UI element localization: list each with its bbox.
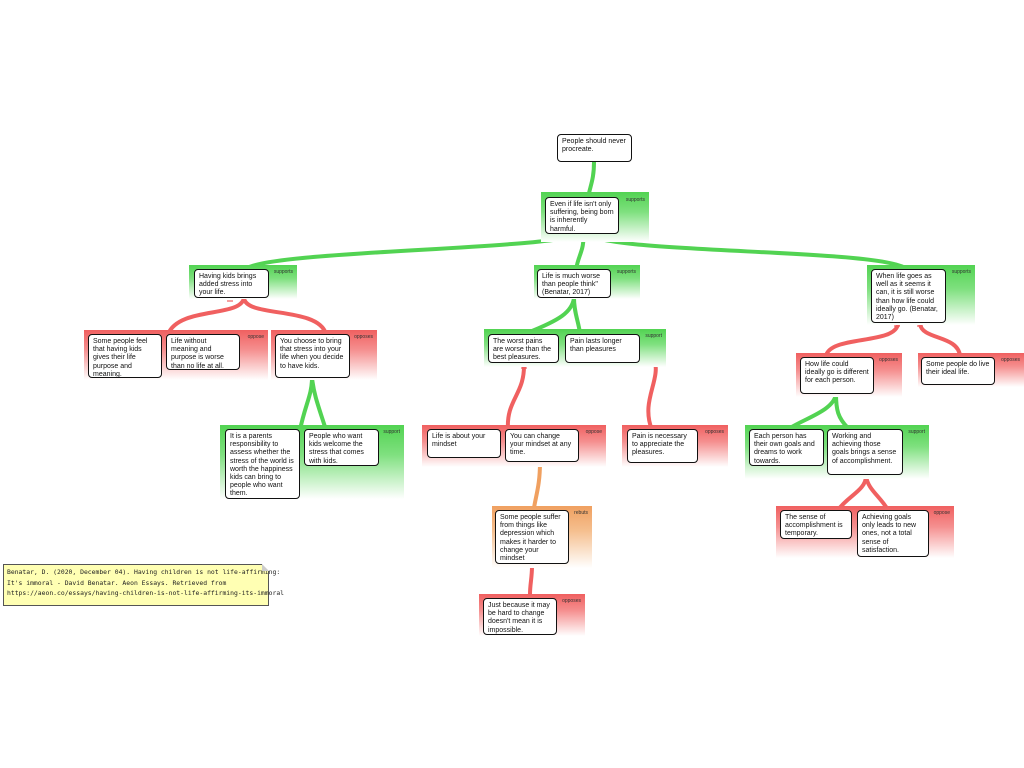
- link-ideal-livedeal: [918, 322, 962, 358]
- tag-opposes: opposes: [562, 598, 581, 604]
- tag-supports: supports: [625, 197, 645, 203]
- node-welcome[interactable]: People who want kids welcome the stress …: [304, 429, 379, 466]
- node-worse[interactable]: Life is much worse than people think" (B…: [537, 269, 611, 298]
- node-purpose[interactable]: Some people feel that having kids gives …: [88, 334, 162, 378]
- node-main[interactable]: Even if life isn't only suffering, being…: [545, 197, 619, 234]
- link-worse-worst: [525, 296, 576, 335]
- tag-oppose: oppose: [247, 334, 264, 340]
- tag-opposes: opposes: [705, 429, 724, 435]
- note-fold-corner: [262, 564, 269, 571]
- link-stress-purpose: [166, 296, 246, 336]
- node-root[interactable]: People should never procreate.: [557, 134, 632, 162]
- link-choose-parents: [298, 376, 314, 432]
- node-suffer[interactable]: Some people suffer from things like depr…: [495, 510, 569, 564]
- node-stress[interactable]: Having kids brings added stress into you…: [194, 269, 269, 298]
- node-parents[interactable]: It is a parents responsibility to assess…: [225, 429, 300, 499]
- citation-line-2: It's immoral - David Benatar. Aeon Essay…: [7, 578, 227, 587]
- tag-support: support: [383, 429, 400, 435]
- citation-line-3: https://aeon.co/essays/having-children-i…: [7, 589, 285, 597]
- citation-line-1: Benatar, D. (2020, December 04). Having …: [7, 568, 281, 576]
- link-worst-change: [505, 364, 526, 432]
- tag-opposes: opposes: [354, 334, 373, 340]
- tag-supports: supports: [616, 269, 636, 275]
- node-livedeal[interactable]: Some people do live their ideal life.: [921, 357, 995, 385]
- tag-opposes: opposes: [879, 357, 898, 363]
- tag-supports: supports: [273, 269, 293, 275]
- link-stress-choose: [242, 296, 328, 336]
- node-choose[interactable]: You choose to bring that stress into you…: [275, 334, 350, 378]
- node-change[interactable]: You can change your mindset at any time.: [505, 429, 579, 462]
- tag-oppose: oppose: [585, 429, 602, 435]
- link-working-achieving-b: [864, 474, 890, 512]
- link-ideal-howlife: [824, 322, 900, 358]
- link-howlife-working: [834, 392, 850, 430]
- node-temporary[interactable]: The sense of accomplishment is temporary…: [780, 510, 852, 539]
- link-lasts-necessary: [646, 356, 658, 432]
- link-worse-lasts: [572, 296, 582, 335]
- link-choose-welcome: [310, 376, 328, 432]
- link-working-achieving: [836, 474, 868, 512]
- tag-support: support: [908, 429, 925, 435]
- link-suffer-hard: [528, 564, 534, 596]
- node-yourmindset[interactable]: Life is about your mindset: [427, 429, 501, 458]
- node-necessary[interactable]: Pain is necessary to appreciate the plea…: [627, 429, 698, 463]
- node-ideal[interactable]: When life goes as well as it seems it ca…: [871, 269, 946, 323]
- node-achieving[interactable]: Achieving goals only leads to new ones, …: [857, 510, 929, 557]
- node-meaning[interactable]: Life without meaning and purpose is wors…: [166, 334, 240, 370]
- tag-opposes: opposes: [1001, 357, 1020, 363]
- tag-rebuts: rebuts: [574, 510, 588, 516]
- tag-supports: supports: [951, 269, 971, 275]
- node-howlife[interactable]: How life could ideally go is different f…: [800, 357, 874, 394]
- node-lasts[interactable]: Pain lasts longer than pleasures: [565, 334, 640, 363]
- link-change-suffer: [532, 460, 542, 510]
- tag-oppose: oppose: [933, 510, 950, 516]
- link-howlife-eachperson: [788, 392, 838, 430]
- citation-note[interactable]: Benatar, D. (2020, December 04). Having …: [3, 564, 285, 606]
- node-eachperson[interactable]: Each person has their own goals and drea…: [749, 429, 824, 466]
- node-hard[interactable]: Just because it may be hard to change do…: [483, 598, 557, 635]
- node-worst[interactable]: The worst pains are worse than the best …: [488, 334, 559, 363]
- node-working[interactable]: Working and achieving those goals brings…: [827, 429, 903, 475]
- tag-support: support: [645, 333, 662, 339]
